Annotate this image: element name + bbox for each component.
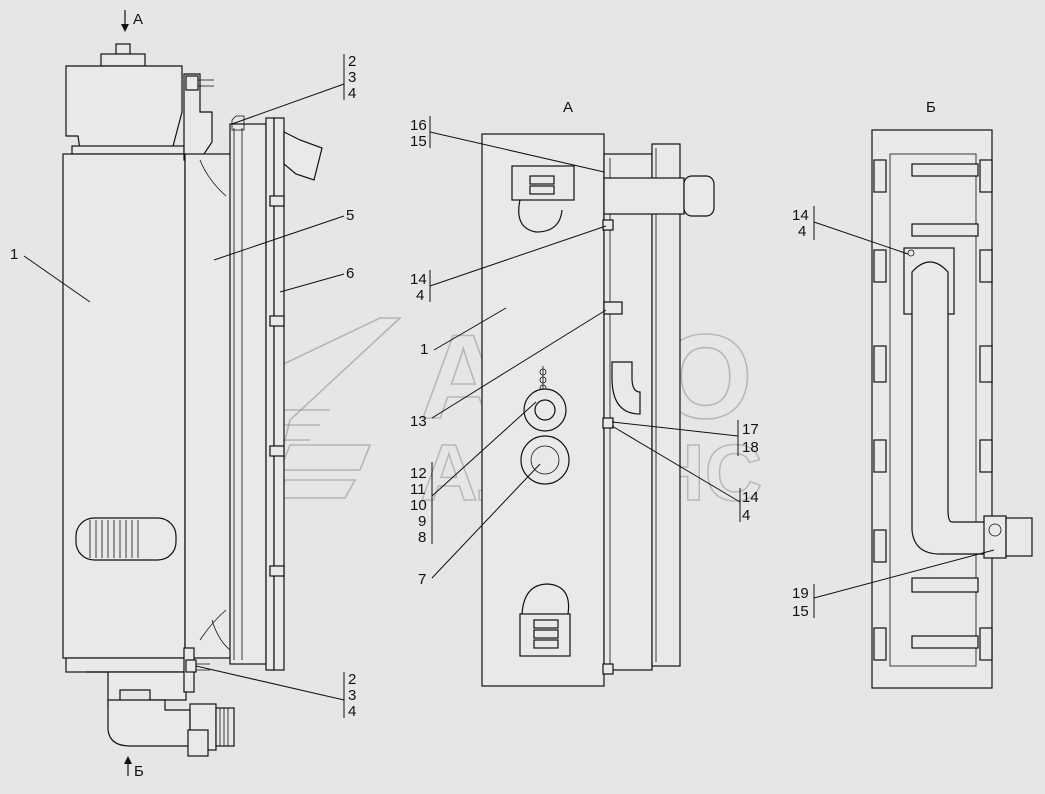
view-b-straps	[911, 163, 979, 649]
callout-main-bottom-2: 2	[348, 671, 356, 688]
callout-b-15: 15	[792, 603, 809, 620]
callout-a-7: 7	[418, 571, 426, 588]
callout-a-10: 10	[410, 497, 427, 514]
view-a-bolt-upper	[602, 219, 614, 231]
callout-a-4-upper: 4	[416, 287, 424, 304]
view-b-pipe	[911, 261, 987, 555]
callout-main-top-2: 2	[348, 53, 356, 70]
fan-shroud	[184, 153, 232, 659]
main-side-view: А Б	[62, 10, 323, 780]
lifting-eye-bottom	[519, 583, 571, 657]
shroud-ring	[229, 123, 267, 665]
filler-cap	[100, 53, 146, 67]
upper-inlet-pipe	[283, 131, 323, 181]
view-a-upper-pipe	[603, 177, 685, 215]
upper-bolt-head	[185, 75, 199, 91]
callout-main-top-3: 3	[348, 69, 356, 86]
view-b: Б	[871, 99, 1033, 689]
callout-main-bottom-3: 3	[348, 687, 356, 704]
callout-a-1: 1	[420, 341, 428, 358]
lower-bolt-head	[185, 659, 197, 673]
callout-main-6: 6	[346, 265, 354, 282]
callout-a-4-lower: 4	[742, 507, 750, 524]
callout-a-16: 16	[410, 117, 427, 134]
view-a-upper-pipe-end	[683, 175, 715, 217]
callout-a-9: 9	[418, 513, 426, 530]
lifting-eye-top	[511, 165, 575, 233]
callout-a-14-lower: 14	[742, 489, 759, 506]
core-grille-detail	[75, 517, 177, 561]
view-a-plate	[651, 143, 681, 667]
callout-b-14: 14	[792, 207, 809, 224]
view-b-side-clips	[873, 159, 993, 661]
view-b-outlet-nozzle	[1005, 517, 1033, 557]
view-b-title: Б	[926, 99, 936, 116]
view-a-bolt-bottom	[602, 663, 614, 675]
callout-b-19: 19	[792, 585, 809, 602]
callout-a-12: 12	[410, 465, 427, 482]
arrow-a-label: А	[133, 11, 143, 28]
callout-a-18: 18	[742, 439, 759, 456]
arrow-b-head	[124, 756, 132, 764]
view-a-elbow	[611, 361, 641, 415]
view-b-inner-frame	[889, 153, 977, 667]
lower-outlet-pipe	[107, 699, 191, 747]
view-a: А	[481, 99, 715, 687]
plate-clip-4	[269, 565, 285, 577]
plate-clip-3	[269, 445, 285, 457]
radiator-core	[62, 153, 186, 659]
callouts: 1 5 6 2 3 4 2 3 4 16 15 14 4 1 13 17 18	[10, 53, 995, 720]
lower-tank-flange	[65, 657, 187, 673]
view-a-bolt-lower	[602, 417, 614, 429]
callout-a-13: 13	[410, 413, 427, 430]
arrow-a-head	[121, 24, 129, 32]
lower-outlet-nozzle	[215, 707, 235, 747]
callout-a-15: 15	[410, 133, 427, 150]
filler-neck	[115, 43, 131, 55]
callout-main-top-4: 4	[348, 85, 356, 102]
upper-tank-flange	[71, 145, 185, 155]
callout-a-11: 11	[410, 481, 426, 498]
plate-clip-1	[269, 195, 285, 207]
view-a-title: А	[563, 99, 573, 116]
callout-a-14-upper: 14	[410, 271, 427, 288]
arrow-b-label: Б	[134, 763, 144, 780]
shroud-plate-2	[273, 117, 285, 671]
callout-main-5: 5	[346, 207, 354, 224]
upper-tank	[65, 65, 183, 151]
callout-main-1: 1	[10, 246, 18, 263]
callout-b-4: 4	[798, 223, 806, 240]
callout-main-bottom-4: 4	[348, 703, 356, 720]
view-a-fitting-13	[603, 301, 623, 315]
callout-a-8: 8	[418, 529, 426, 546]
drain-valve	[187, 729, 209, 757]
callout-a-17: 17	[742, 421, 759, 438]
plate-clip-2	[269, 315, 285, 327]
